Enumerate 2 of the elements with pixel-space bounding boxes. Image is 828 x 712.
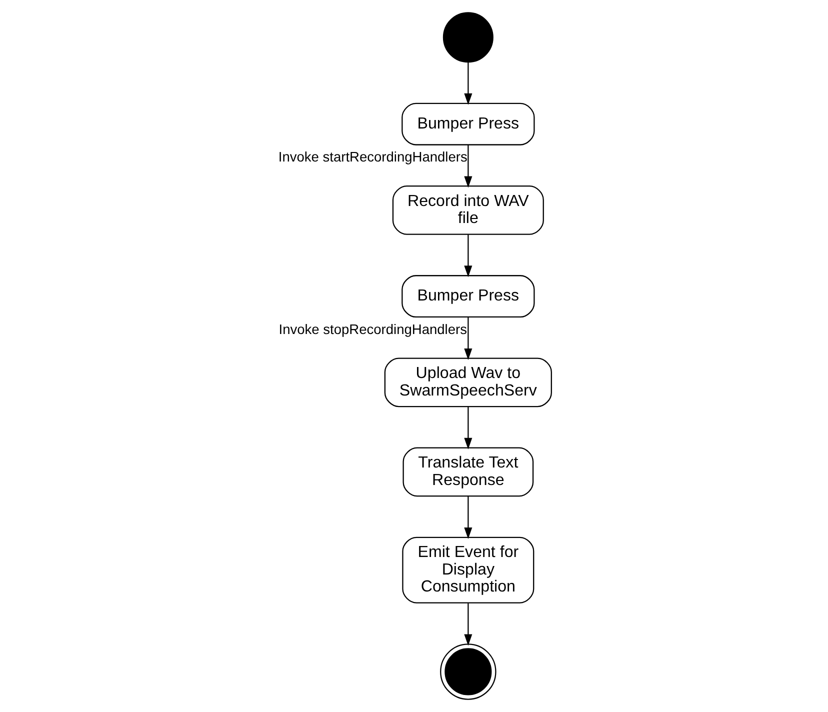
- edge-label: Invoke stopRecordingHandlers: [278, 322, 467, 337]
- edge-label: Invoke startRecordingHandlers: [278, 150, 467, 165]
